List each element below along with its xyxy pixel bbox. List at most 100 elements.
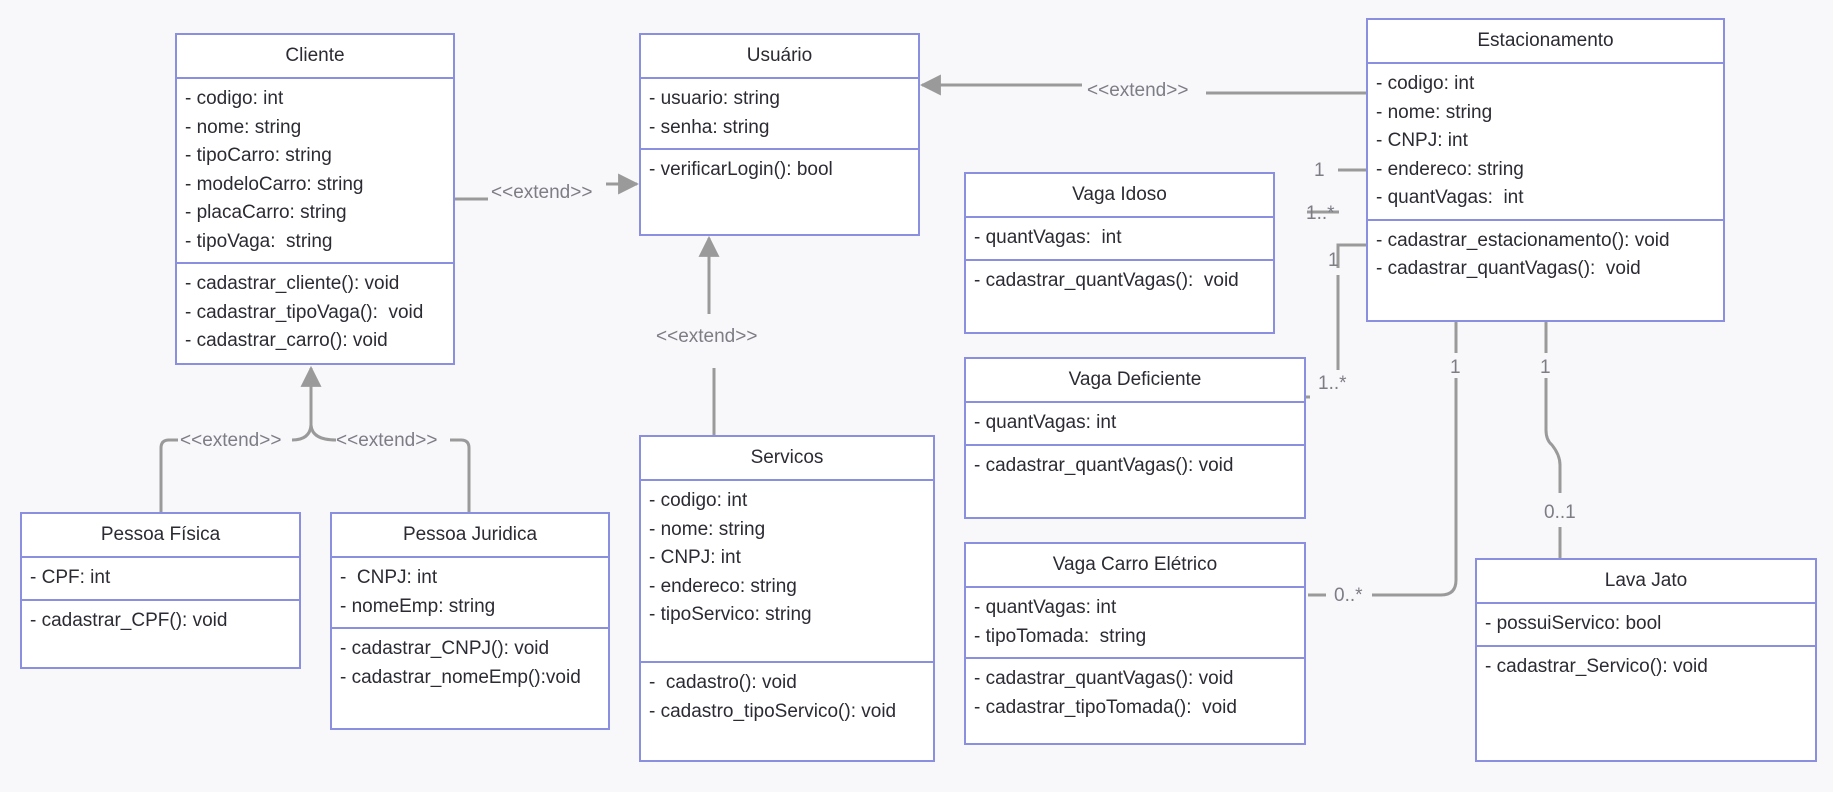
method: - cadastrar_tipoTomada(): void bbox=[974, 696, 1237, 718]
attribute: - senha: string bbox=[649, 116, 770, 138]
methods-section: - cadastrar_CNPJ(): void - cadastrar_nom… bbox=[332, 629, 608, 698]
class-title: Vaga Idoso bbox=[966, 174, 1273, 218]
attributes-section: - codigo: int - nome: string - CNPJ: int… bbox=[641, 481, 933, 663]
class-title: Pessoa Juridica bbox=[332, 514, 608, 558]
extend-label-pf-cliente: <<extend>> bbox=[180, 430, 282, 451]
methods-section: - verificarLogin(): bool bbox=[641, 150, 918, 191]
multiplicity-estac-idoso: 1 bbox=[1314, 160, 1325, 181]
attribute: - CNPJ: int bbox=[1376, 130, 1468, 151]
multiplicity-idoso: 1..* bbox=[1306, 203, 1335, 224]
multiplicity-eletrico: 0..* bbox=[1334, 585, 1363, 606]
connector-servicos-usuario bbox=[709, 238, 714, 435]
class-vaga-idoso[interactable]: Vaga Idoso - quantVagas: int - cadastrar… bbox=[964, 172, 1275, 334]
class-title: Estacionamento bbox=[1368, 20, 1723, 64]
method: - cadastrar_nomeEmp():void bbox=[340, 666, 581, 688]
class-pessoa-fisica[interactable]: Pessoa Física - CPF: int - cadastrar_CPF… bbox=[20, 512, 301, 669]
attribute: - nome: string bbox=[649, 518, 766, 540]
methods-section: - cadastro(): void - cadastro_tipoServic… bbox=[641, 663, 933, 732]
attributes-section: - usuario: string - senha: string bbox=[641, 79, 918, 150]
connector-estac-idoso bbox=[1307, 168, 1366, 214]
method: - cadastrar_carro(): void bbox=[185, 330, 388, 351]
multiplicity-lava: 0..1 bbox=[1544, 502, 1576, 523]
methods-section: - cadastrar_cliente(): void - cadastrar_… bbox=[177, 264, 453, 362]
attribute: - tipoServico: string bbox=[649, 604, 812, 625]
methods-section: - cadastrar_quantVagas(): void bbox=[966, 261, 1273, 302]
attribute: - usuario: string bbox=[649, 88, 780, 109]
multiplicity-deficiente: 1..* bbox=[1318, 373, 1347, 394]
class-cliente[interactable]: Cliente - codigo: int - nome: string - t… bbox=[175, 33, 455, 365]
class-title: Servicos bbox=[641, 437, 933, 481]
methods-section: - cadastrar_quantVagas(): void bbox=[966, 446, 1304, 487]
attribute: - modeloCarro: string bbox=[185, 173, 364, 195]
multiplicity-estac-eletrico: 1 bbox=[1450, 357, 1461, 378]
attributes-section: - possuiServico: bool bbox=[1477, 604, 1815, 647]
connector-cliente-usuario bbox=[455, 184, 637, 199]
class-title: Vaga Carro Elétrico bbox=[966, 544, 1304, 588]
method: - cadastrar_estacionamento(): void bbox=[1376, 229, 1670, 251]
extend-label-pj-cliente: <<extend>> bbox=[336, 430, 438, 451]
method: - verificarLogin(): bool bbox=[649, 159, 833, 180]
class-usuario[interactable]: Usuário - usuario: string - senha: strin… bbox=[639, 33, 920, 236]
method: - cadastro_tipoServico(): void bbox=[649, 700, 897, 722]
extend-label-servicos-usuario: <<extend>> bbox=[656, 326, 758, 347]
attribute: - CNPJ: int bbox=[340, 567, 438, 588]
method: - cadastrar_quantVagas(): void bbox=[974, 269, 1239, 291]
attribute: - CPF: int bbox=[30, 567, 111, 588]
attribute: - quantVagas: int bbox=[1376, 187, 1524, 208]
attributes-section: - quantVagas: int bbox=[966, 218, 1273, 261]
attributes-section: - CNPJ: int - nomeEmp: string bbox=[332, 558, 608, 629]
methods-section: - cadastrar_estacionamento(): void - cad… bbox=[1368, 221, 1723, 290]
method: - cadastrar_CNPJ(): void bbox=[340, 638, 550, 659]
attribute: - nome: string bbox=[185, 116, 302, 138]
attribute: - quantVagas: int bbox=[974, 412, 1117, 433]
methods-section: - cadastrar_quantVagas(): void - cadastr… bbox=[966, 659, 1304, 728]
method: - cadastrar_quantVagas(): void bbox=[974, 454, 1234, 476]
attribute: - endereco: string bbox=[1376, 158, 1524, 180]
connector-estacionamento-usuario bbox=[922, 85, 1366, 93]
method: - cadastrar_Servico(): void bbox=[1485, 655, 1708, 677]
class-pessoa-juridica[interactable]: Pessoa Juridica - CNPJ: int - nomeEmp: s… bbox=[330, 512, 610, 730]
method: - cadastrar_tipoVaga(): void bbox=[185, 301, 424, 323]
method: - cadastrar_quantVagas(): void bbox=[974, 668, 1234, 689]
multiplicity-estac-lava: 1 bbox=[1540, 357, 1551, 378]
method: - cadastrar_quantVagas(): void bbox=[1376, 258, 1641, 279]
class-estacionamento[interactable]: Estacionamento - codigo: int - nome: str… bbox=[1366, 18, 1725, 322]
connector-estac-lava bbox=[1544, 322, 1562, 558]
class-title: Lava Jato bbox=[1477, 560, 1815, 604]
class-title: Pessoa Física bbox=[22, 514, 299, 558]
connector-estac-eletrico bbox=[1308, 322, 1458, 597]
method: - cadastrar_cliente(): void bbox=[185, 273, 400, 294]
extend-label-cliente-usuario: <<extend>> bbox=[491, 182, 593, 203]
attribute: - placaCarro: string bbox=[185, 202, 347, 223]
attribute: - endereco: string bbox=[649, 575, 797, 597]
multiplicity-estac-deficiente: 1 bbox=[1328, 250, 1339, 271]
method: - cadastrar_CPF(): void bbox=[30, 609, 228, 631]
attribute: - nomeEmp: string bbox=[340, 595, 496, 617]
class-title: Vaga Deficiente bbox=[966, 359, 1304, 403]
class-lava-jato[interactable]: Lava Jato - possuiServico: bool - cadast… bbox=[1475, 558, 1817, 762]
attribute: - nome: string bbox=[1376, 101, 1493, 123]
class-title: Usuário bbox=[641, 35, 918, 79]
attribute: - codigo: int bbox=[649, 490, 748, 511]
extend-label-estacionamento-usuario: <<extend>> bbox=[1087, 80, 1189, 101]
class-servicos[interactable]: Servicos - codigo: int - nome: string - … bbox=[639, 435, 935, 762]
class-vaga-carro-eletrico[interactable]: Vaga Carro Elétrico - quantVagas: int - … bbox=[964, 542, 1306, 745]
class-vaga-deficiente[interactable]: Vaga Deficiente - quantVagas: int - cada… bbox=[964, 357, 1306, 519]
attributes-section: - codigo: int - nome: string - tipoCarro… bbox=[177, 79, 453, 264]
connector-pj-cliente bbox=[309, 424, 471, 512]
attribute: - possuiServico: bool bbox=[1485, 613, 1662, 634]
class-title: Cliente bbox=[177, 35, 453, 79]
attribute: - quantVagas: int bbox=[974, 597, 1117, 618]
attributes-section: - quantVagas: int - tipoTomada: string bbox=[966, 588, 1304, 659]
attribute: - codigo: int bbox=[185, 88, 284, 109]
attributes-section: - codigo: int - nome: string - CNPJ: int… bbox=[1368, 64, 1723, 221]
method: - cadastro(): void bbox=[649, 672, 797, 693]
attributes-section: - CPF: int bbox=[22, 558, 299, 601]
methods-section: - cadastrar_CPF(): void bbox=[22, 601, 299, 642]
attribute: - codigo: int bbox=[1376, 73, 1475, 94]
attributes-section: - quantVagas: int bbox=[966, 403, 1304, 446]
attribute: - tipoCarro: string bbox=[185, 145, 332, 166]
attribute: - tipoVaga: string bbox=[185, 230, 333, 252]
attribute: - quantVagas: int bbox=[974, 227, 1122, 248]
